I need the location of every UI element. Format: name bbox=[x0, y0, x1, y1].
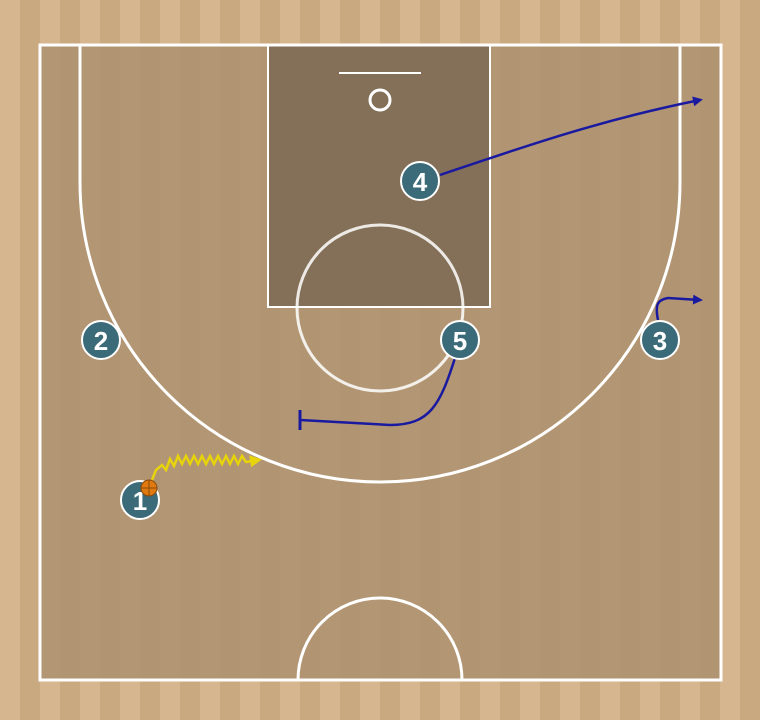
player-4-label: 4 bbox=[413, 167, 428, 197]
basket-rim bbox=[368, 88, 392, 112]
court-boundary bbox=[38, 43, 723, 682]
player-1-dribble-line bbox=[150, 452, 262, 481]
player-3-cut-line bbox=[655, 294, 703, 321]
player-2: 2 bbox=[81, 320, 121, 360]
basketball-icon bbox=[140, 479, 158, 497]
three-point-line bbox=[78, 45, 682, 484]
player-5-screen-line bbox=[299, 357, 457, 427]
free-throw-circle bbox=[295, 223, 465, 393]
player-2-label: 2 bbox=[94, 326, 108, 356]
player-5-marker bbox=[440, 320, 480, 360]
player-4-cut-line bbox=[439, 96, 703, 177]
player-5: 5 bbox=[440, 320, 480, 360]
player-3-label: 3 bbox=[653, 326, 667, 356]
player-4-marker bbox=[400, 161, 440, 201]
player-5-label: 5 bbox=[453, 326, 467, 356]
player-4: 4 bbox=[400, 161, 440, 201]
player-2-marker bbox=[81, 320, 121, 360]
player-3-marker bbox=[640, 320, 680, 360]
center-circle bbox=[296, 596, 464, 681]
paint-area bbox=[267, 44, 491, 308]
player-3: 3 bbox=[640, 320, 680, 360]
